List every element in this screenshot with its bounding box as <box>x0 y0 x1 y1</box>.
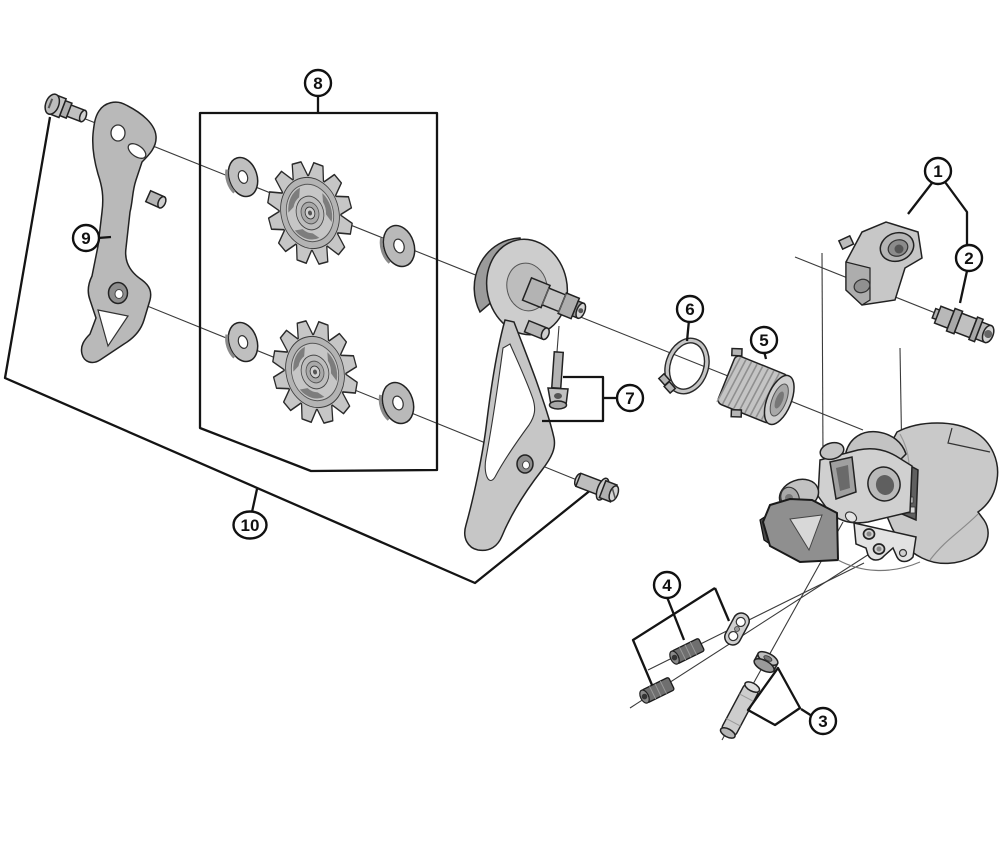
cable-washer <box>753 650 779 674</box>
callout-2: 2 <box>954 243 984 273</box>
pulley-windows <box>293 346 338 399</box>
derailleur-body <box>759 422 999 571</box>
knuckle-lump <box>819 441 845 461</box>
callout-8: 8 <box>303 68 333 98</box>
svg-text:6: 6 <box>685 300 694 319</box>
callout-3: 3 <box>808 706 838 736</box>
assembly-box-8 <box>198 111 439 473</box>
callout-10: 10 <box>232 510 268 540</box>
pulley-lower <box>272 320 358 424</box>
washer-lower-right <box>378 381 415 425</box>
adjust-screw-lower <box>639 677 675 704</box>
bracket-drop-line-left <box>821 252 824 459</box>
callout-9: 9 <box>71 223 101 253</box>
callout-7: 7 <box>615 383 645 413</box>
callout-4-connector <box>665 596 686 641</box>
outer-plate-assembly <box>464 237 587 552</box>
cable-fixing-bolt <box>719 681 761 739</box>
inner-plate-cutout <box>97 309 129 348</box>
svg-text:2: 2 <box>964 249 973 268</box>
washer-upper-right <box>379 224 416 268</box>
svg-text:5: 5 <box>759 331 768 350</box>
callout-4: 4 <box>652 570 682 600</box>
callout-2-connector <box>958 270 969 304</box>
inner-plate-body <box>80 101 157 364</box>
svg-text:10: 10 <box>241 516 260 535</box>
svg-text:4: 4 <box>662 576 672 595</box>
plate-bolt-lower <box>573 472 620 503</box>
snap-ring <box>657 337 710 395</box>
callout-6: 6 <box>675 294 705 324</box>
outer-plate-lower-hole-center <box>522 460 530 470</box>
callout-5: 5 <box>749 325 779 355</box>
inner-plate-peg <box>144 189 167 209</box>
callouts: 1 2 3 4 5 6 7 8 <box>71 68 984 736</box>
plate-bolt-upper <box>44 93 88 123</box>
adjust-hole-lower-center <box>876 546 882 552</box>
adjust-screw-upper <box>669 638 705 665</box>
inner-plate <box>80 101 167 364</box>
stopper-screw <box>547 350 569 410</box>
cage-axle <box>521 276 587 320</box>
outer-plate-cutout <box>484 343 536 482</box>
stopper-screw-hanger-line <box>556 325 560 353</box>
callout-3-connector <box>800 708 813 717</box>
inner-plate-slot <box>127 143 147 159</box>
cage-stopper-boss <box>523 319 550 341</box>
svg-text:9: 9 <box>81 229 90 248</box>
callout-connectors <box>97 96 969 727</box>
washer-upper-left <box>225 156 259 198</box>
cable-entry-hole <box>844 511 858 523</box>
motor-housing <box>879 422 999 565</box>
svg-text:7: 7 <box>625 389 634 408</box>
body-axle-hole-center <box>875 475 895 495</box>
callout-4-bracket <box>631 587 716 686</box>
callout-1-leg-left <box>907 182 933 215</box>
bracket-axle-bolt <box>931 305 995 344</box>
pulley-windows <box>288 187 333 240</box>
washer-lower-left <box>225 321 259 363</box>
pulley-upper <box>267 161 353 265</box>
callout-10-connector <box>250 488 259 513</box>
pulley-set <box>225 156 416 425</box>
body-front-opening-inner <box>836 465 850 491</box>
tension-spring <box>716 347 795 426</box>
bracket-axle-unit <box>837 221 923 306</box>
lug-hole <box>898 548 908 558</box>
callout-3-bracket <box>746 666 802 727</box>
inner-plate-pulley-hole-center <box>114 289 124 299</box>
cable-guide-plate <box>724 612 750 646</box>
adjust-screw-group <box>639 612 750 704</box>
svg-text:8: 8 <box>313 74 322 93</box>
callout-1-leg-right <box>944 181 969 245</box>
adjust-hole-upper-center <box>866 531 872 537</box>
cable-fixing-group <box>719 650 779 739</box>
callout-6-connector <box>685 319 691 342</box>
svg-text:3: 3 <box>818 712 827 731</box>
assembly-outline-10 <box>3 116 593 585</box>
callout-1: 1 <box>923 156 953 186</box>
clutch-cover-notch <box>789 514 823 552</box>
svg-text:1: 1 <box>933 162 942 181</box>
callout-4-bracket-side <box>713 587 731 622</box>
inner-plate-upper-hole <box>110 124 126 142</box>
